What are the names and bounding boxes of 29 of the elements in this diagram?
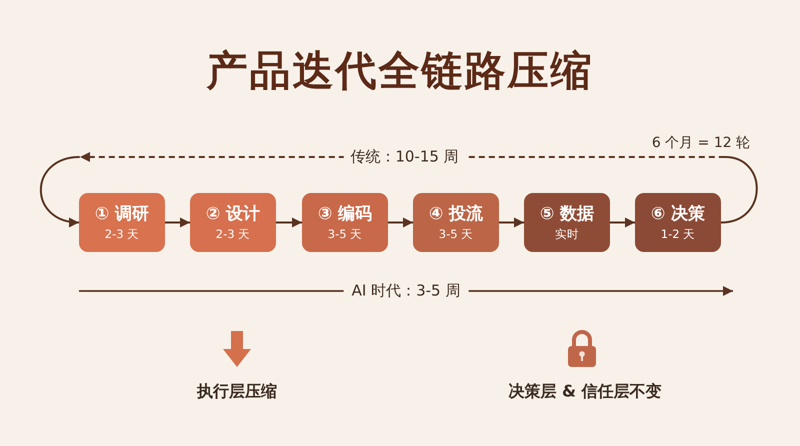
step-duration: 2-3 天 bbox=[104, 226, 140, 242]
step-box bbox=[190, 193, 276, 252]
step-duration: 2-3 天 bbox=[216, 226, 250, 242]
step-box bbox=[524, 193, 610, 252]
step-title: ⑥ 决策 bbox=[650, 204, 706, 224]
step-title: ⑤ 数据 bbox=[540, 204, 594, 224]
step-title: ④ 投流 bbox=[428, 204, 484, 224]
arrow bbox=[276, 218, 302, 228]
caption-text: 决策层 & 信任层不变 bbox=[508, 382, 662, 402]
step-title: ① 调研 bbox=[94, 204, 150, 224]
caption-text: 执行层压缩 bbox=[197, 382, 277, 402]
step-box bbox=[302, 193, 388, 252]
step-box bbox=[413, 193, 499, 252]
step-duration: 1-2 天 bbox=[660, 226, 696, 242]
timeline-label: AI 时代：3-5 周 bbox=[344, 282, 468, 300]
arrow bbox=[165, 218, 190, 228]
step-box bbox=[79, 193, 165, 252]
step-duration: 3-5 天 bbox=[438, 226, 474, 242]
title: 产品迭代全链路压缩 bbox=[206, 46, 594, 96]
step-duration: 实时 bbox=[555, 226, 579, 242]
step-title: ③ 编码 bbox=[318, 204, 372, 224]
arrow bbox=[388, 218, 413, 228]
note-text: 6 个月 = 12 轮 bbox=[652, 134, 750, 152]
step-duration: 3-5 天 bbox=[328, 226, 362, 242]
edge-label: 传统：10-15 周 bbox=[343, 148, 466, 166]
step-box bbox=[635, 193, 721, 252]
arrow bbox=[499, 218, 524, 228]
arrow bbox=[610, 218, 635, 228]
step-title: ② 设计 bbox=[206, 204, 260, 224]
